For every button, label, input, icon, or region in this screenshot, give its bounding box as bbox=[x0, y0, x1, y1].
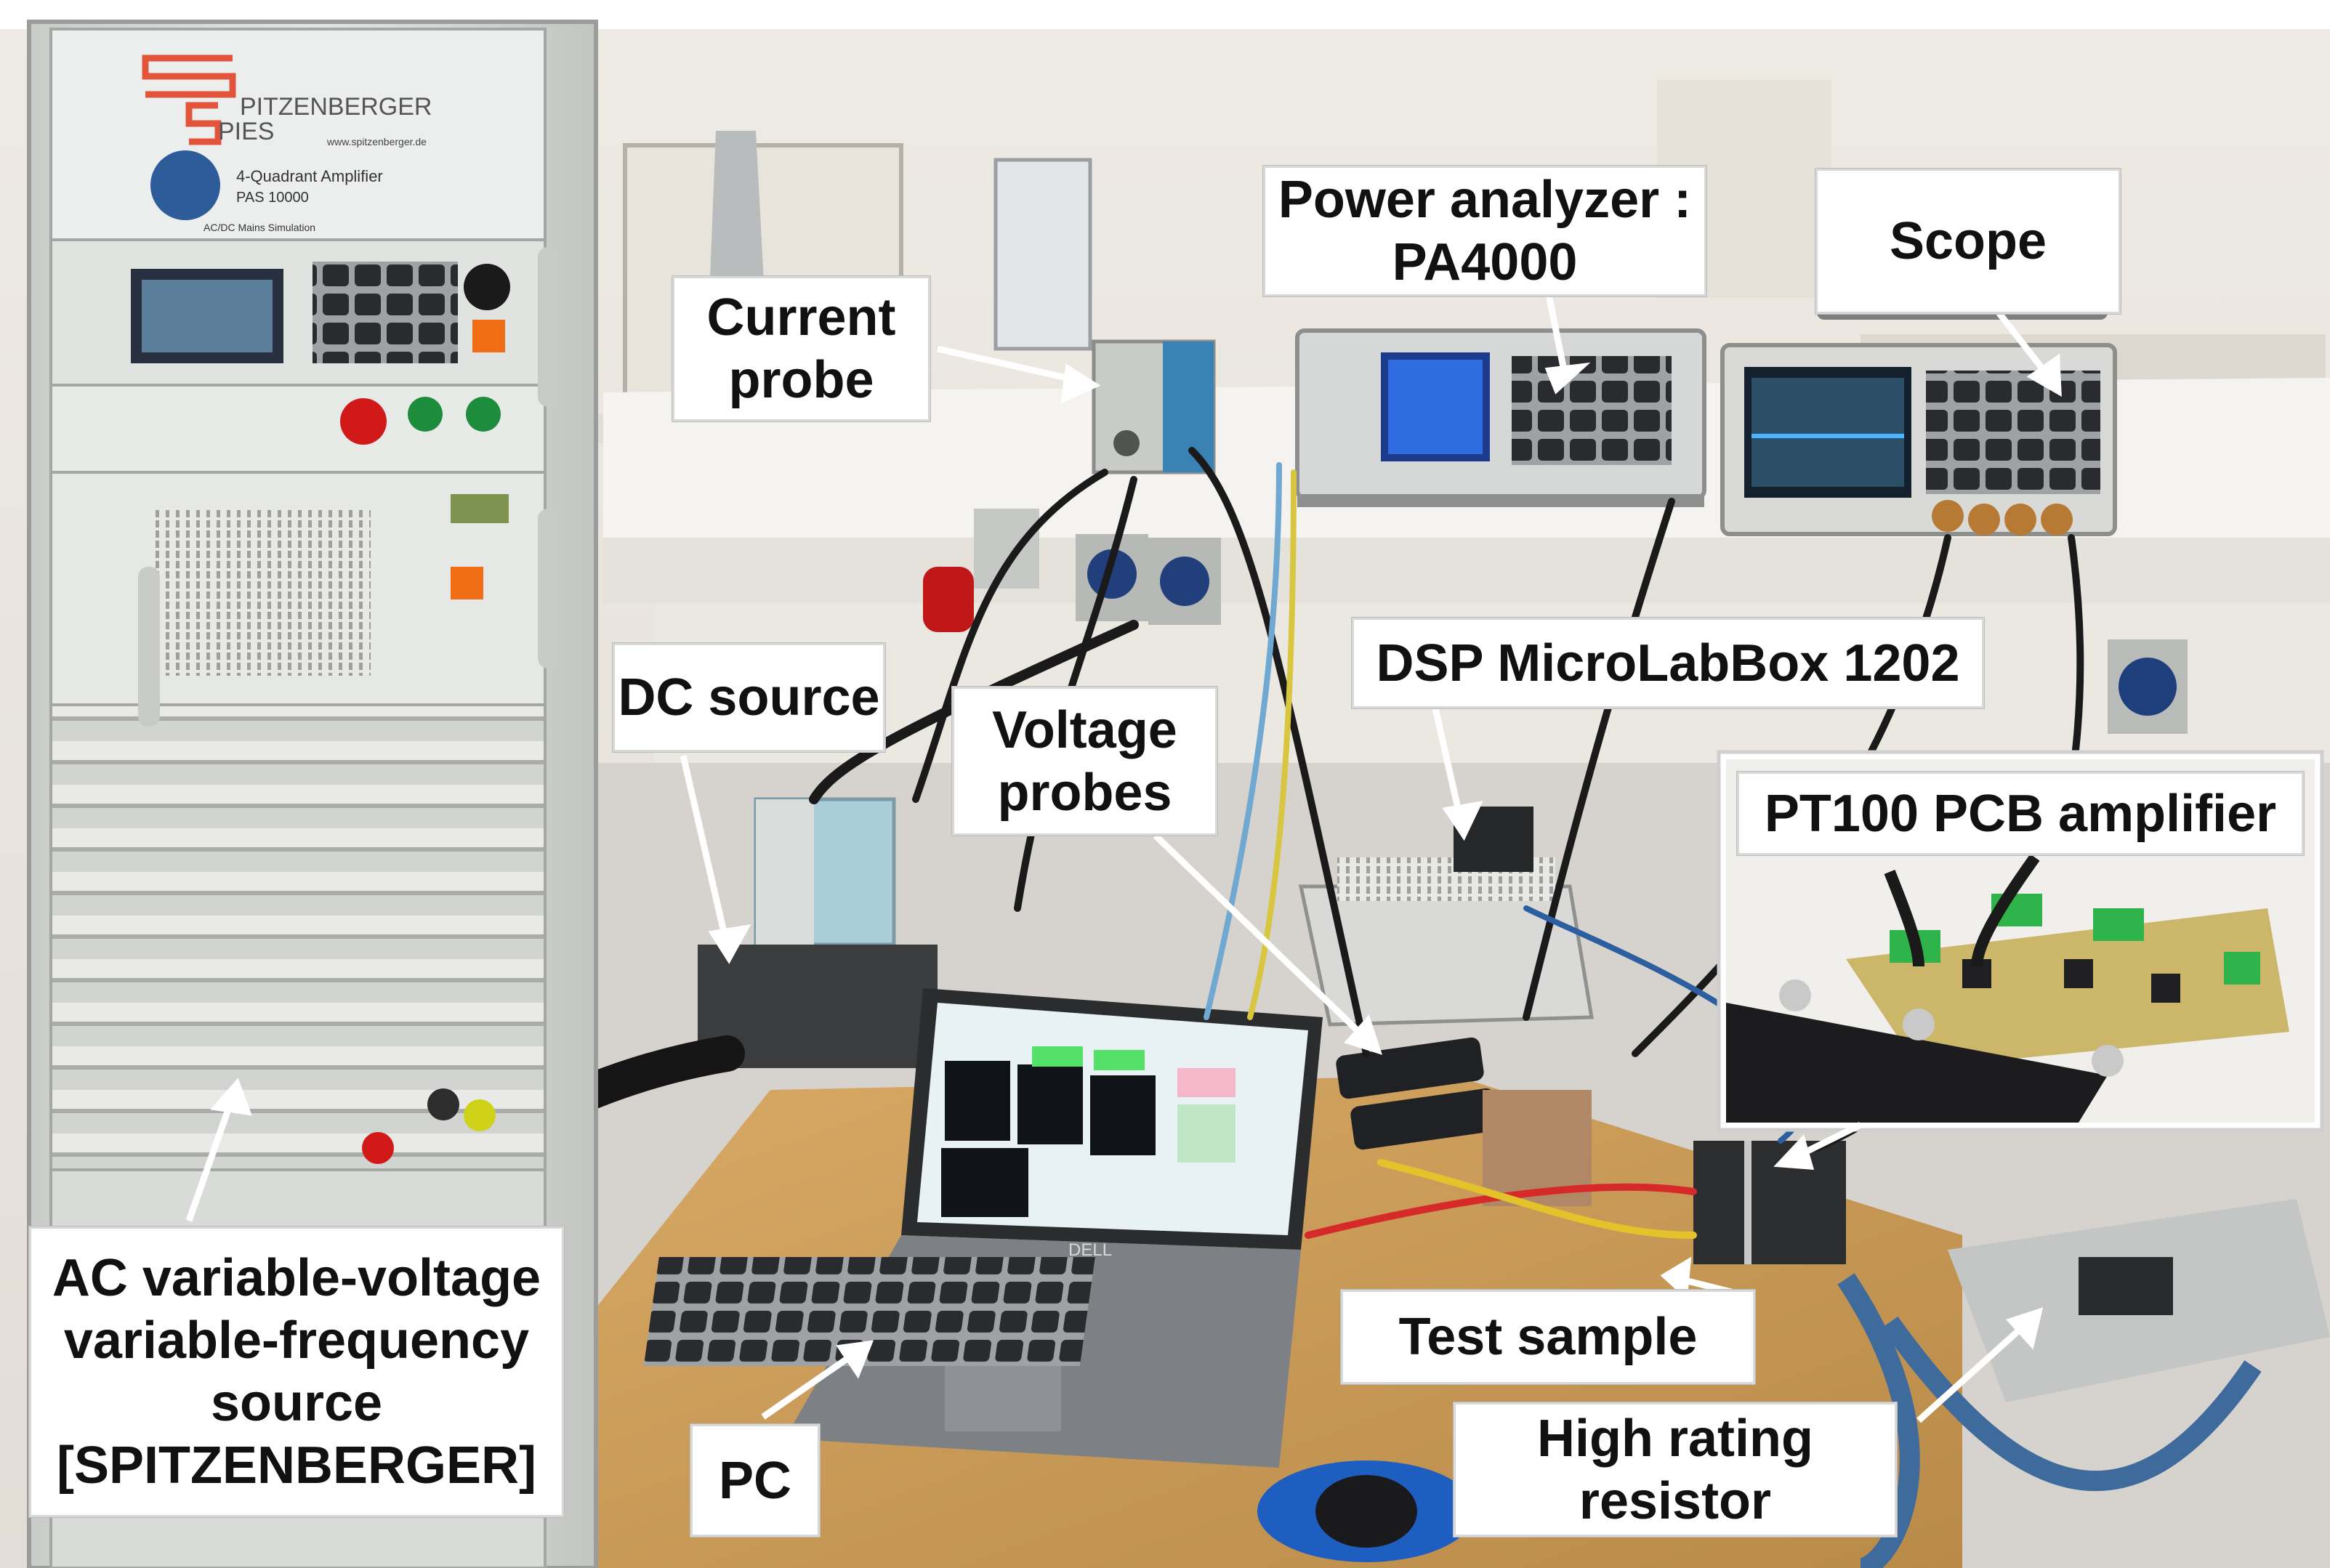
label-pc-line-1: PC bbox=[718, 1451, 792, 1510]
label-ac-source-line-2: variable-frequency bbox=[63, 1312, 530, 1370]
label-test-sample: Test sample bbox=[1341, 1290, 1755, 1384]
spitzenberger-logo bbox=[142, 54, 236, 145]
label-resistor-line-1: High rating bbox=[1537, 1409, 1813, 1468]
arrow-dc-source bbox=[680, 754, 730, 946]
arrow-dsp bbox=[1432, 708, 1464, 822]
label-power-analyzer-line-1: Power analyzer : bbox=[1278, 171, 1692, 229]
arrow-resistor bbox=[1916, 1320, 2031, 1423]
label-pt100: PT100 PCB amplifier bbox=[1737, 772, 2304, 855]
label-current-probe-line-2: probe bbox=[728, 351, 874, 409]
amplifier-model-line-2: PAS 10000 bbox=[236, 190, 309, 206]
label-power-analyzer-line-2: PA4000 bbox=[1392, 233, 1578, 291]
label-resistor: High rating resistor bbox=[1454, 1402, 1897, 1537]
amplifier-model-line-3: AC/DC Mains Simulation bbox=[203, 222, 315, 233]
label-ac-source: AC variable-voltage variable-frequency s… bbox=[29, 1226, 564, 1517]
annotation-arrows bbox=[185, 290, 2062, 1423]
label-ac-source-line-4: [SPITZENBERGER] bbox=[56, 1436, 537, 1495]
label-resistor-line-2: resistor bbox=[1579, 1471, 1772, 1530]
label-dsp: DSP MicroLabBox 1202 bbox=[1352, 618, 1984, 708]
label-voltage-probes-line-1: Voltage bbox=[992, 700, 1177, 759]
label-dsp-line-1: DSP MicroLabBox 1202 bbox=[1376, 634, 1960, 692]
laptop-brand: DELL bbox=[1068, 1240, 1112, 1260]
arrow-ac-source bbox=[185, 1096, 236, 1222]
label-scope: Scope bbox=[1815, 169, 2121, 314]
label-voltage-probes: Voltage probes bbox=[952, 687, 1217, 836]
label-pt100-line-1: PT100 PCB amplifier bbox=[1764, 784, 2277, 843]
arrow-voltage-probes bbox=[1153, 833, 1369, 1042]
amplifier-logo-icon bbox=[150, 150, 220, 220]
arrow-pc bbox=[761, 1349, 860, 1420]
label-ac-source-line-3: source bbox=[210, 1374, 383, 1432]
label-ac-source-line-1: AC variable-voltage bbox=[52, 1249, 541, 1307]
label-test-sample-line-1: Test sample bbox=[1398, 1308, 1698, 1366]
label-scope-line-1: Scope bbox=[1889, 212, 2047, 270]
label-current-probe-line-1: Current bbox=[706, 288, 896, 347]
label-dc-source: DC source bbox=[613, 643, 885, 752]
label-pc: PC bbox=[690, 1424, 820, 1537]
amplifier-url: www.spitzenberger.de bbox=[326, 136, 427, 147]
amplifier-brand-line-1: PITZENBERGER bbox=[240, 93, 432, 121]
amplifier-model-line-1: 4-Quadrant Amplifier bbox=[236, 167, 383, 185]
arrow-current-probe bbox=[937, 345, 1084, 385]
label-voltage-probes-line-2: probes bbox=[997, 763, 1172, 822]
label-power-analyzer: Power analyzer : PA4000 bbox=[1263, 166, 1706, 296]
amplifier-brand-line-2: PIES bbox=[218, 118, 274, 145]
label-current-probe: Current probe bbox=[672, 276, 930, 421]
label-dc-source-line-1: DC source bbox=[618, 668, 880, 727]
